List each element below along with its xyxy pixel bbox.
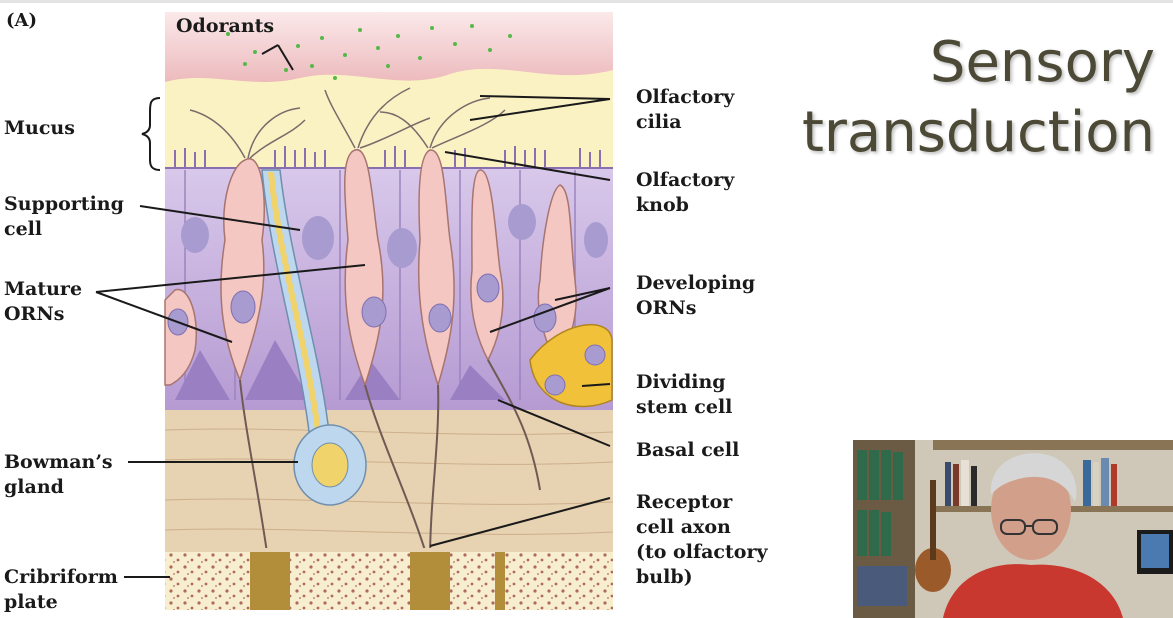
label-mature-orns: Mature ORNs xyxy=(4,278,83,325)
orn-nuclei xyxy=(230,290,452,333)
label-basal-cell: Basal cell xyxy=(636,439,740,461)
label-cribriform-plate: Cribriform plate xyxy=(4,566,118,613)
label-odorants: Odorants xyxy=(176,15,275,37)
mucus-layer xyxy=(165,100,613,170)
olfactory-cilia xyxy=(189,87,506,159)
bowmans-gland xyxy=(261,169,367,506)
webcam-frame xyxy=(853,440,1173,618)
title-line-1: Sensory xyxy=(929,30,1155,95)
cribriform-plate xyxy=(165,548,613,610)
microvilli xyxy=(174,146,601,168)
label-olfactory-knob: Olfactory knob xyxy=(636,169,735,216)
label-olfactory-cilia: Olfactory cilia xyxy=(636,86,735,133)
label-bowmans-gland: Bowman’s gland xyxy=(4,451,113,498)
label-supporting-cell: Supporting cell xyxy=(4,193,124,240)
mucus-brace xyxy=(141,97,161,171)
lamina-propria xyxy=(164,410,614,550)
leader-lines xyxy=(95,44,611,578)
top-border xyxy=(0,0,1173,3)
title-line-2: transduction xyxy=(801,100,1155,165)
label-dividing-stem-cell: Dividing stem cell xyxy=(636,371,733,418)
developing-orn-nucleus xyxy=(476,273,500,303)
developing-orn-nucleus xyxy=(533,303,557,333)
label-mucus: Mucus xyxy=(4,117,75,139)
label-receptor-cell-axon: Receptor cell axon (to olfactory bulb) xyxy=(636,491,768,588)
odorant-molecules xyxy=(226,24,512,80)
presenter-webcam-video xyxy=(853,440,1173,618)
axons xyxy=(239,359,541,561)
panel-letter: (A) xyxy=(6,10,37,31)
page-title: Sensory transduction xyxy=(802,28,1155,168)
label-developing-orns: Developing ORNs xyxy=(636,272,756,319)
